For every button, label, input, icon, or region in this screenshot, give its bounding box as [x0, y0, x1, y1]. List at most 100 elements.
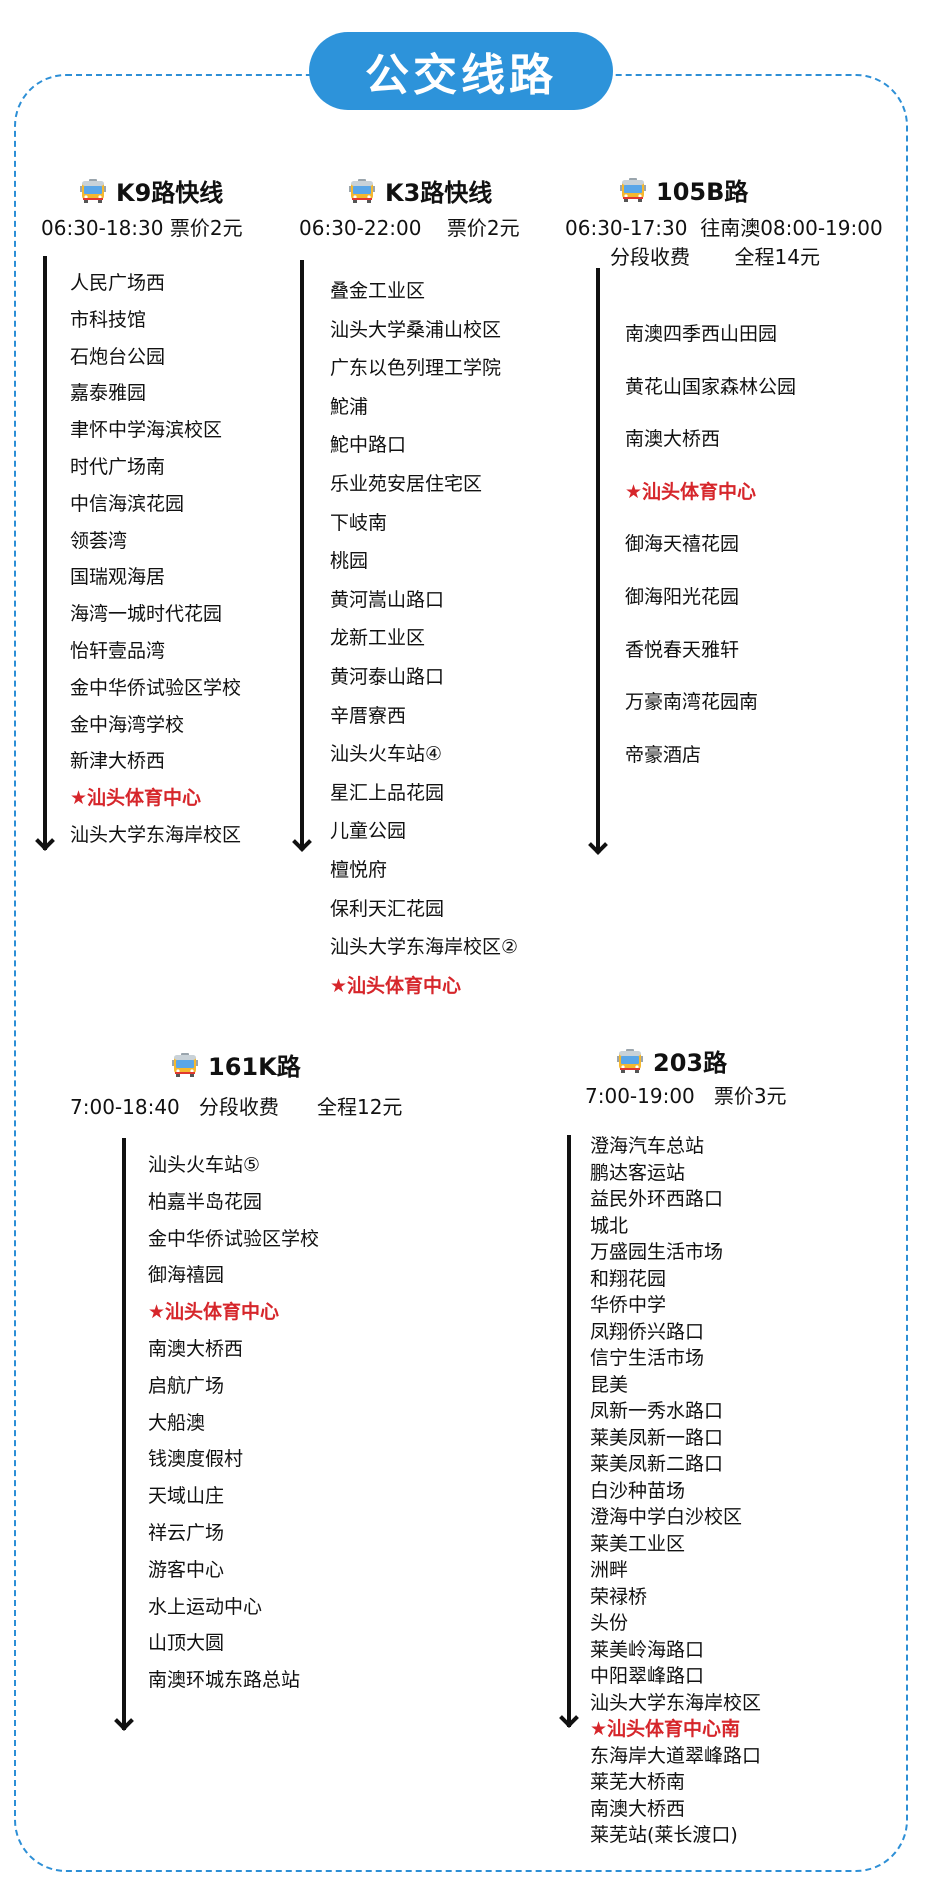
stop-item: 御海禧园	[148, 1264, 225, 1287]
stop-item: 水上运动中心	[148, 1595, 263, 1618]
stop-item: 国瑞观海居	[70, 566, 166, 589]
stop-item: 莱美工业区	[590, 1532, 686, 1555]
route-fare: 分段收费 全程14元	[610, 245, 820, 269]
route-name: 105B路	[656, 178, 749, 206]
direction-line	[596, 268, 600, 853]
stop-item: 汕头大学桑浦山校区	[330, 318, 502, 341]
stop-item: 华侨中学	[590, 1294, 667, 1316]
stop-list: 澄海汽车总站鹏达客运站益民外环西路口城北万盛园生活市场和翔花园华侨中学凤翔侨兴路…	[590, 1133, 840, 1849]
stop-highlight: ★汕头体育中心	[148, 1301, 280, 1324]
stop-item: 人民广场西	[70, 272, 166, 294]
stop-item: 香悦春天雅轩	[625, 638, 740, 661]
bus-icon	[620, 177, 646, 202]
stop-item: 聿怀中学海滨校区	[70, 419, 223, 442]
stop-item: 白沙种苗场	[590, 1479, 686, 1502]
stop-item: 下岐南	[330, 511, 388, 534]
route-header: 161K路	[172, 1047, 301, 1082]
stop-item: 万豪南湾花园南	[625, 691, 759, 714]
stop-item: 鮀中路口	[330, 434, 407, 457]
stop-item: 凤新一秀水路口	[590, 1400, 724, 1422]
route-schedule: 06:30-18:30 票价2元	[41, 216, 243, 240]
stop-item: 游客中心	[148, 1558, 225, 1581]
page-title: 公交线路	[309, 32, 613, 110]
stop-item: 洲畔	[590, 1559, 629, 1581]
route-header: K3路快线	[349, 173, 492, 208]
stop-item: 荣禄桥	[590, 1585, 648, 1608]
stop-item: 怡轩壹品湾	[70, 639, 166, 662]
stop-item: 大船澳	[148, 1411, 206, 1434]
stop-item: 金中华侨试验区学校	[70, 676, 242, 699]
stop-item: 澄海中学白沙校区	[590, 1506, 743, 1528]
stop-item: 东海岸大道翠峰路口	[590, 1744, 762, 1767]
stop-item: 钱澳度假村	[148, 1448, 244, 1471]
stop-item: 山顶大圆	[148, 1632, 225, 1655]
stop-item: 汕头火车站⑤	[148, 1154, 261, 1176]
stop-item: 海湾一城时代花园	[70, 603, 223, 626]
stop-item: 鹏达客运站	[590, 1161, 686, 1184]
direction-line	[300, 260, 304, 850]
stop-item: 澄海汽车总站	[590, 1135, 705, 1157]
stop-item: 帝豪酒店	[625, 743, 702, 766]
stop-item: 头份	[590, 1612, 629, 1634]
stop-highlight: ★汕头体育中心	[330, 974, 462, 997]
bus-icon	[617, 1048, 643, 1073]
bus-icon	[349, 178, 375, 203]
stop-list: 南澳四季西山田园黄花山国家森林公园南澳大桥西★汕头体育中心御海天禧花园御海阳光花…	[625, 308, 875, 781]
direction-line	[122, 1138, 126, 1730]
stop-item: 中信海滨花园	[70, 492, 185, 515]
stop-item: 凤翔侨兴路口	[590, 1320, 705, 1343]
stop-item: 南澳大桥西	[148, 1337, 244, 1360]
stop-item: 莱美岭海路口	[590, 1638, 705, 1661]
stop-item: 黄花山国家森林公园	[625, 375, 797, 398]
stop-item: 乐业苑安居住宅区	[330, 472, 483, 495]
stop-item: 汕头大学东海岸校区	[590, 1691, 762, 1714]
stop-item: 天域山庄	[148, 1485, 225, 1508]
stop-item: 祥云广场	[148, 1521, 225, 1544]
stop-item: 黄河嵩山路口	[330, 588, 445, 611]
stop-item: 城北	[590, 1214, 629, 1237]
stop-item: 汕头大学东海岸校区②	[330, 936, 519, 959]
stop-item: 檀悦府	[330, 858, 388, 881]
route-schedule: 06:30-22:00 票价2元	[299, 216, 520, 240]
stop-item: 万盛园生活市场	[590, 1241, 724, 1263]
stop-list: 人民广场西市科技馆石炮台公园嘉泰雅园聿怀中学海滨校区时代广场南中信海滨花园领荟湾…	[70, 265, 248, 854]
stop-item: 南澳大桥西	[590, 1797, 686, 1820]
stop-item: 柏嘉半岛花园	[148, 1190, 263, 1213]
stop-item: 启航广场	[148, 1374, 225, 1397]
stop-item: 汕头火车站④	[330, 743, 443, 766]
stop-item: 广东以色列理工学院	[330, 357, 502, 380]
stop-item: 莱美凤新一路口	[590, 1426, 724, 1449]
stop-highlight: ★汕头体育中心	[625, 480, 757, 503]
stop-item: 南澳四季西山田园	[625, 323, 778, 345]
stop-item: 市科技馆	[70, 308, 147, 331]
stop-item: 益民外环西路口	[590, 1188, 724, 1210]
route-header: 105B路	[620, 172, 748, 207]
stop-item: 莱芜大桥南	[590, 1771, 686, 1793]
route-name: 161K路	[208, 1053, 301, 1081]
stop-item: 南澳环城东路总站	[148, 1669, 301, 1692]
stop-item: 儿童公园	[330, 820, 407, 843]
stop-item: 中阳翠峰路口	[590, 1665, 705, 1687]
stop-highlight: ★汕头体育中心	[70, 787, 202, 810]
stop-item: 信宁生活市场	[590, 1347, 705, 1369]
bus-icon	[80, 178, 106, 203]
stop-highlight: ★汕头体育中心南	[590, 1718, 741, 1740]
stop-item: 龙新工业区	[330, 627, 426, 650]
stop-item: 御海天禧花园	[625, 533, 740, 556]
stop-item: 嘉泰雅园	[70, 382, 147, 405]
stop-item: 鮀浦	[330, 395, 369, 418]
stop-item: 时代广场南	[70, 455, 166, 478]
stop-item: 汕头大学东海岸校区	[70, 823, 242, 846]
stop-item: 昆美	[590, 1373, 629, 1396]
route-schedule: 7:00-19:00 票价3元	[585, 1084, 787, 1108]
route-schedule: 7:00-18:40 分段收费 全程12元	[70, 1095, 403, 1119]
stop-item: 金中海湾学校	[70, 713, 185, 736]
route-name: K3路快线	[385, 179, 493, 207]
stop-item: 新津大桥西	[70, 750, 166, 773]
stop-item: 辛厝寮西	[330, 704, 407, 727]
stop-item: 领荟湾	[70, 529, 128, 552]
route-name: 203路	[653, 1049, 728, 1077]
stop-item: 黄河泰山路口	[330, 665, 445, 688]
direction-line	[567, 1135, 571, 1727]
